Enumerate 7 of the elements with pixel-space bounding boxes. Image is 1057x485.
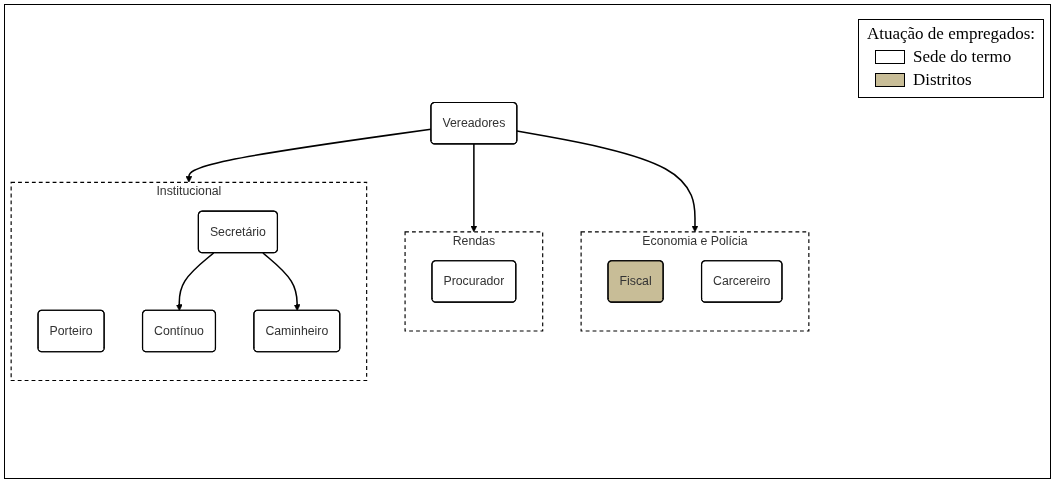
arrow bbox=[175, 252, 215, 311]
arrow bbox=[470, 143, 478, 233]
arrow bbox=[516, 130, 699, 233]
legend-label: Distritos bbox=[912, 70, 972, 90]
legend-label: Sede do termo bbox=[912, 47, 1012, 67]
legend-title: Atuação de empregados: bbox=[866, 24, 1035, 44]
arrow bbox=[262, 252, 301, 311]
